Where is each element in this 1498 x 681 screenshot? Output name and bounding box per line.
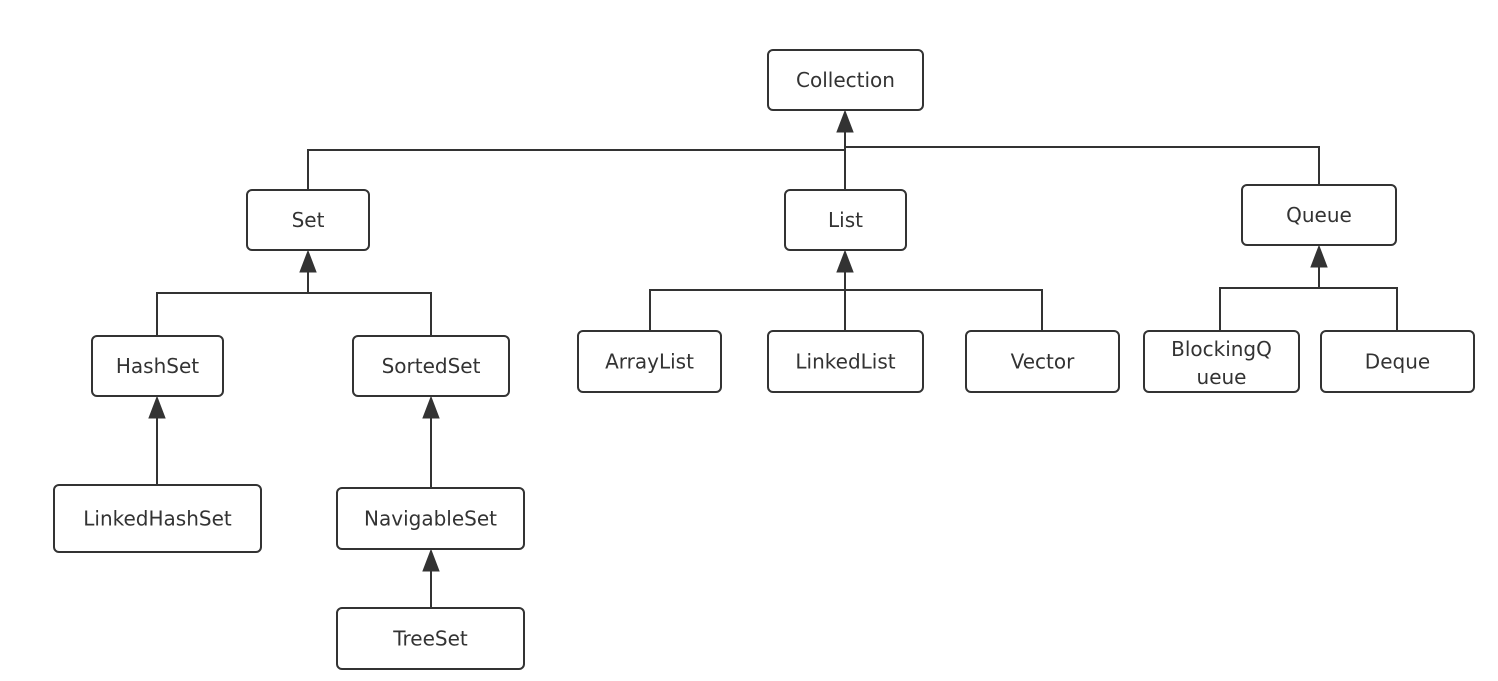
node-treeset: TreeSet — [336, 607, 525, 670]
edge-set-to-collection — [307, 125, 846, 190]
edge-sortedset-to-set — [308, 292, 432, 336]
edge-deque-to-queue — [1319, 287, 1398, 331]
node-vector-label: Vector — [1011, 350, 1076, 374]
edge-hashset-to-set — [156, 270, 309, 336]
node-blockingqueue: BlockingQ ueue — [1143, 330, 1300, 393]
node-linkedlist-label: LinkedList — [795, 350, 895, 374]
node-list-label: List — [828, 208, 863, 232]
node-deque: Deque — [1320, 330, 1475, 393]
node-sortedset: SortedSet — [352, 335, 510, 397]
node-queue: Queue — [1241, 184, 1397, 246]
node-collection: Collection — [767, 49, 924, 111]
node-treeset-label: TreeSet — [392, 627, 468, 651]
node-arraylist: ArrayList — [577, 330, 722, 393]
node-blockingqueue-label-line1: BlockingQ — [1171, 337, 1272, 361]
edge-queue-to-collection — [845, 146, 1320, 185]
node-list: List — [784, 189, 907, 251]
node-set: Set — [246, 189, 370, 251]
edge-arraylist-to-list — [649, 270, 846, 331]
node-navigableset-label: NavigableSet — [364, 507, 497, 531]
arrowhead-sortedset — [422, 395, 440, 419]
node-queue-label: Queue — [1286, 203, 1352, 227]
arrowhead-navigableset — [422, 548, 440, 572]
arrowhead-set — [299, 249, 317, 273]
node-sortedset-label: SortedSet — [382, 354, 481, 378]
node-set-label: Set — [292, 208, 325, 232]
arrowhead-list — [836, 249, 854, 273]
node-linkedhashset: LinkedHashSet — [53, 484, 262, 553]
nodes: Collection Set List Queue HashSet Sorted… — [53, 49, 1475, 670]
node-collection-label: Collection — [796, 68, 895, 92]
node-linkedhashset-label: LinkedHashSet — [83, 507, 232, 531]
node-navigableset: NavigableSet — [336, 487, 525, 550]
edges — [148, 109, 1398, 608]
node-deque-label: Deque — [1365, 350, 1430, 374]
node-linkedlist: LinkedList — [767, 330, 924, 393]
node-vector: Vector — [965, 330, 1120, 393]
arrowhead-hashset — [148, 395, 166, 419]
arrowhead-queue — [1310, 244, 1328, 268]
arrowhead-collection — [836, 109, 854, 133]
node-arraylist-label: ArrayList — [605, 350, 694, 374]
edge-blockingqueue-to-queue — [1219, 265, 1320, 331]
node-blockingqueue-label-line2: ueue — [1197, 365, 1247, 389]
node-hashset-label: HashSet — [116, 354, 199, 378]
edge-vector-to-list — [845, 289, 1043, 331]
node-hashset: HashSet — [91, 335, 224, 397]
